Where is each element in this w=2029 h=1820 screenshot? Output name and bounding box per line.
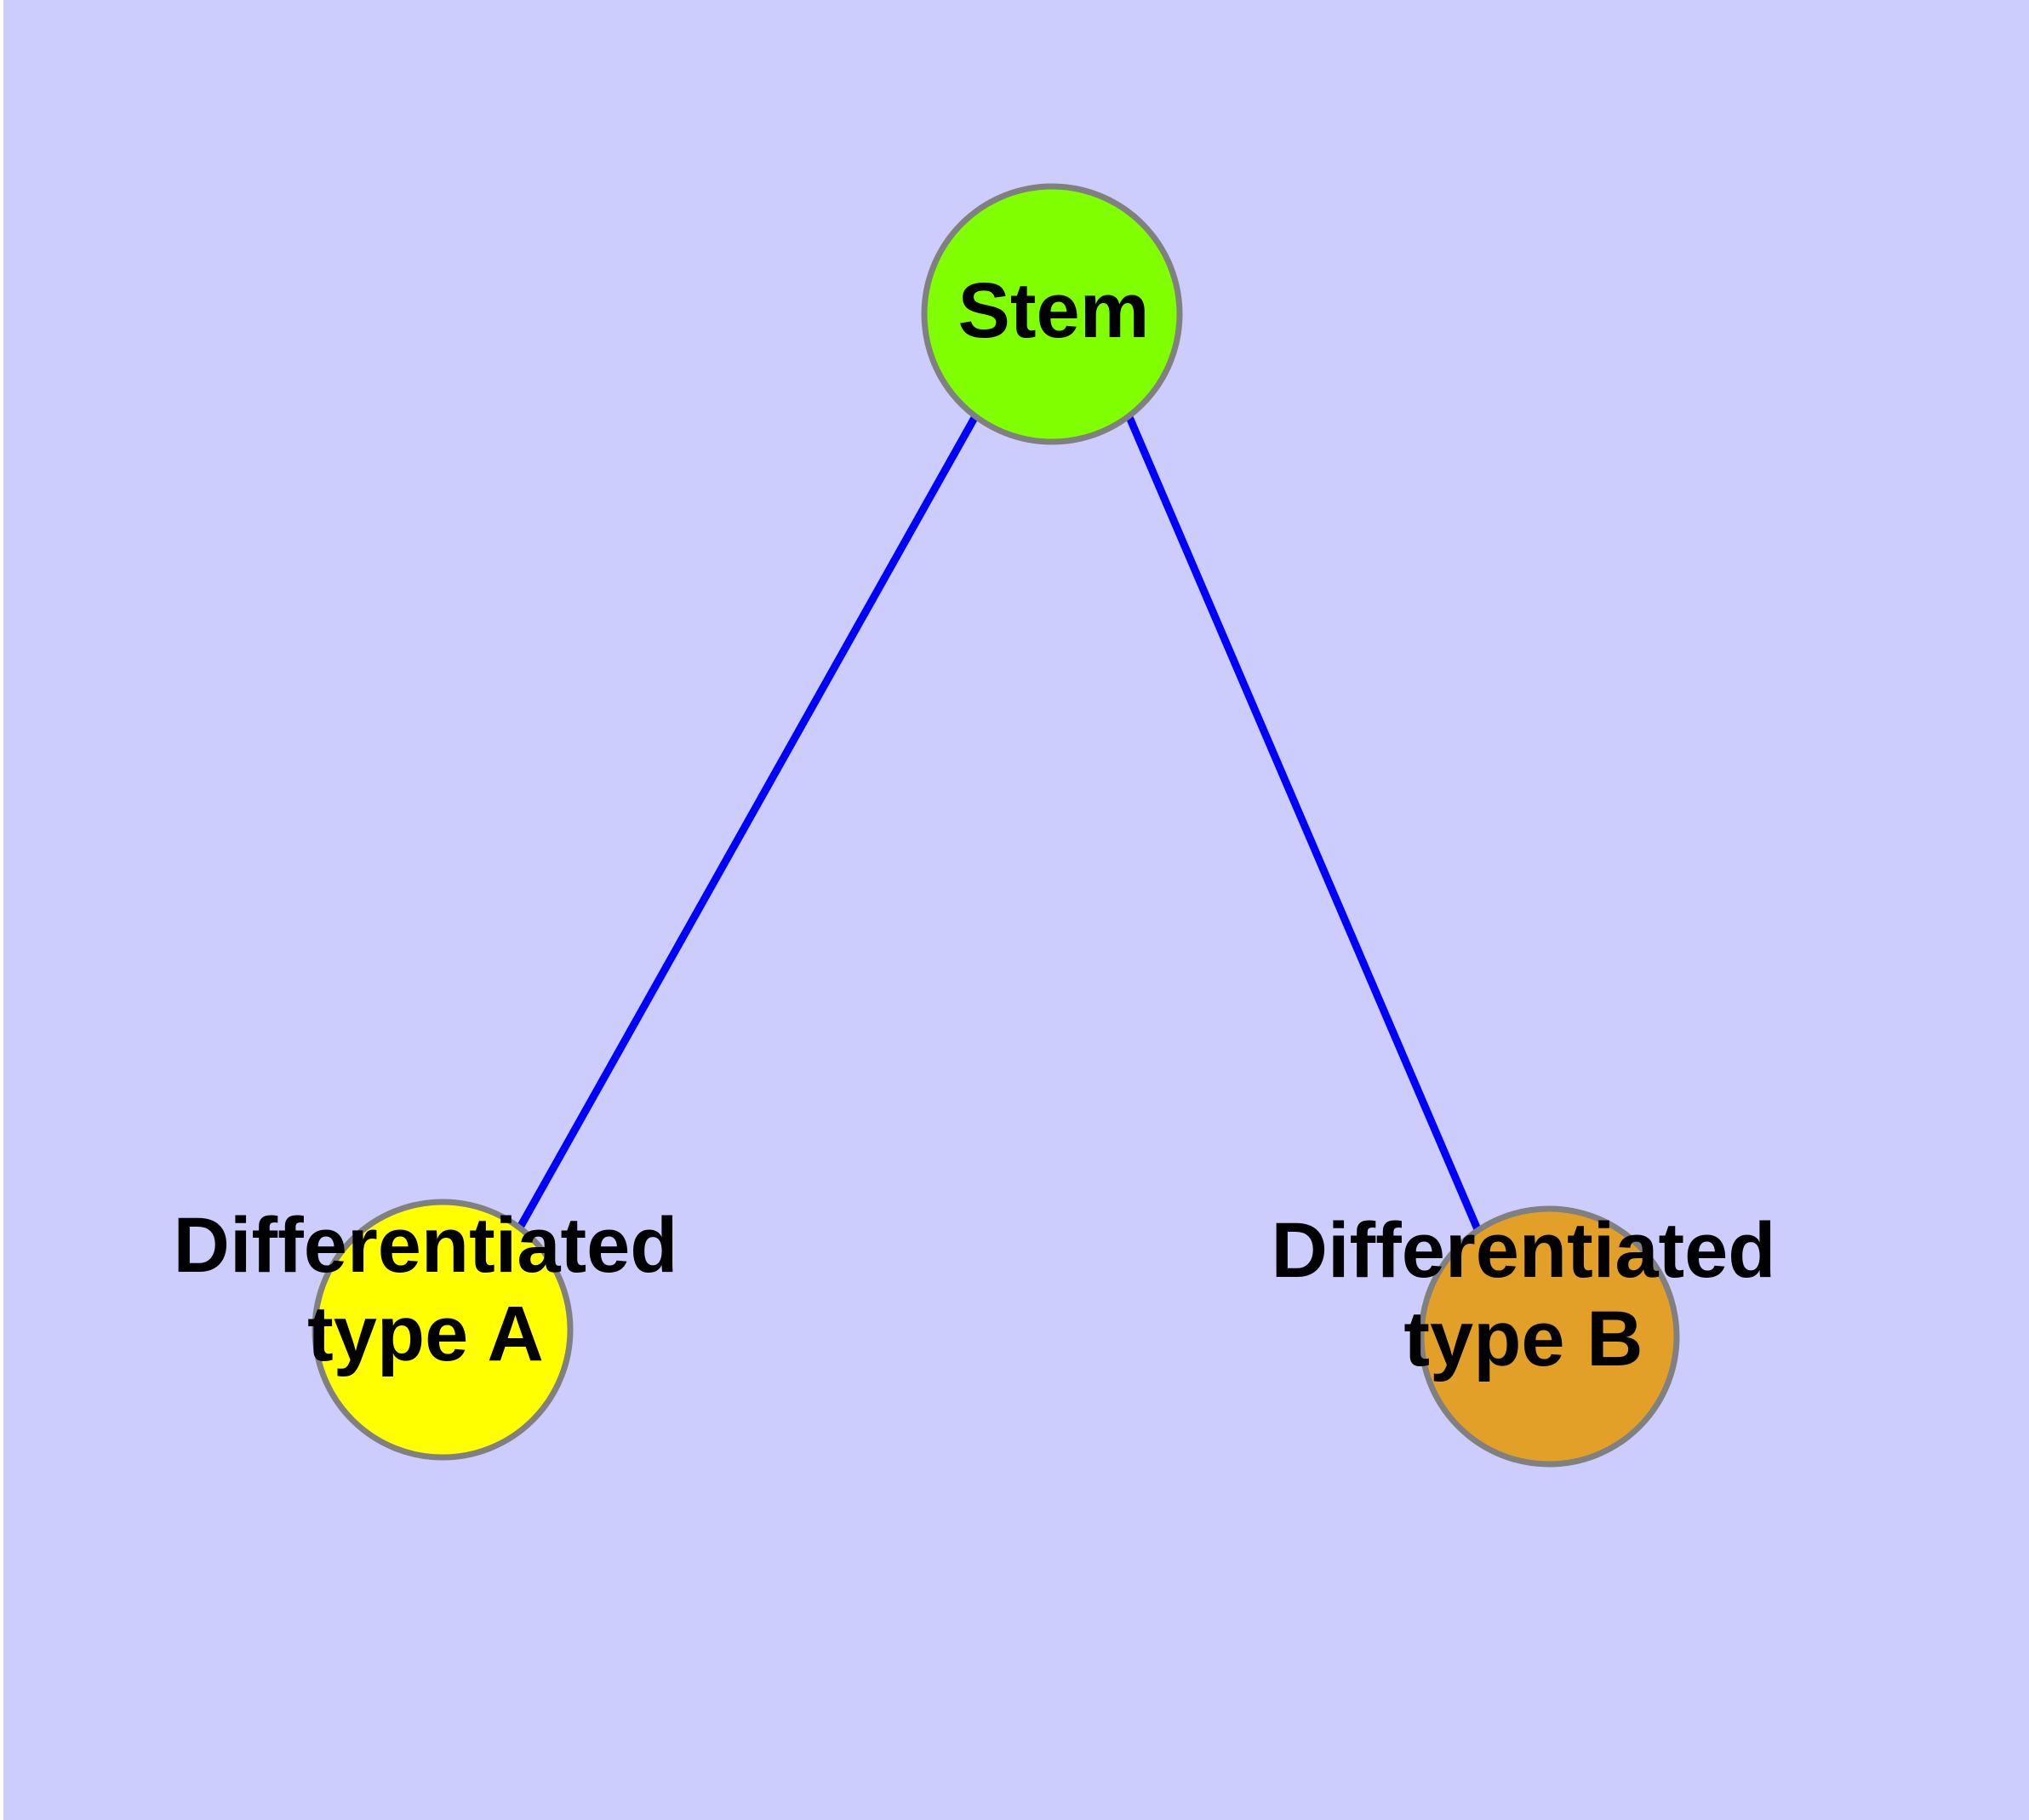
- node-stem[interactable]: [921, 183, 1183, 445]
- edges-layer: [517, 414, 1482, 1231]
- node-diff-b[interactable]: [1418, 1205, 1680, 1468]
- node-stem-circle[interactable]: [921, 183, 1183, 445]
- node-diff-a[interactable]: [311, 1199, 574, 1461]
- node-diff-a-circle[interactable]: [311, 1199, 574, 1461]
- node-stem-label: Stem: [958, 267, 1150, 354]
- node-diff-b-circle[interactable]: [1418, 1205, 1680, 1468]
- edge-stem-to-diff-b[interactable]: [1125, 415, 1482, 1231]
- edge-stem-to-diff-a[interactable]: [517, 414, 979, 1228]
